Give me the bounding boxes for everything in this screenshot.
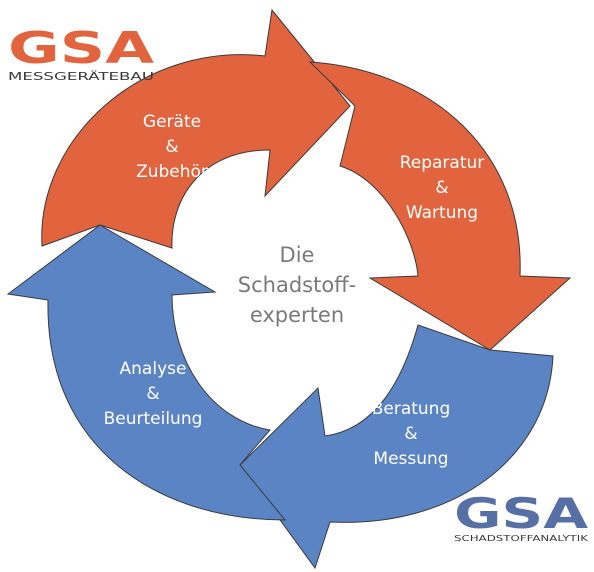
segment-label-analyse: Analyse & Beurteilung [104, 359, 203, 429]
arrow-segment-beratung [239, 324, 554, 570]
segment-label-beratung-line-3: Messung [373, 449, 448, 469]
segment-label-reparatur: Reparatur & Wartung [400, 153, 485, 223]
center-label-line-2: Schadstoff- [238, 273, 356, 297]
center-label-line-1: Die [280, 243, 315, 267]
segment-label-analyse-line-3: Beurteilung [104, 409, 203, 429]
segment-label-beratung-line-2: & [404, 424, 417, 444]
center-label-line-3: experten [250, 303, 344, 327]
arrow-segment-analyse [6, 224, 287, 521]
segment-label-reparatur-line-2: & [435, 178, 448, 198]
gsa-logo-top-letters: GSA [8, 23, 154, 74]
segment-label-geraete: Geräte & Zubehör [136, 112, 208, 182]
arrow-segment-reparatur [308, 61, 572, 351]
segment-label-beratung-line-1: Beratung [372, 399, 451, 419]
segment-label-geraete-line-1: Geräte [143, 112, 201, 132]
segment-label-geraete-line-3: Zubehör [136, 162, 208, 182]
cycle-arrows [6, 8, 572, 570]
gsa-logo-top-subtitle: MESSGERÄTEBAU [8, 70, 154, 83]
center-label: Die Schadstoff- experten [238, 243, 356, 327]
arrow-segment-geraete [41, 8, 351, 249]
gsa-logo-bottom-subtitle: SCHADSTOFFANALYTIK [454, 534, 589, 543]
gsa-logo-bottom-letters: GSA [454, 489, 589, 538]
segment-label-geraete-line-2: & [165, 137, 178, 157]
segment-label-analyse-line-1: Analyse [120, 359, 187, 379]
segment-label-reparatur-line-1: Reparatur [400, 153, 485, 173]
segment-label-beratung: Beratung & Messung [372, 399, 451, 469]
gsa-logo-top: GSA MESSGERÄTEBAU [8, 23, 154, 83]
gsa-logo-bottom: GSA SCHADSTOFFANALYTIK [454, 489, 589, 543]
segment-label-reparatur-line-3: Wartung [406, 203, 478, 223]
segment-label-analyse-line-2: & [146, 384, 159, 404]
